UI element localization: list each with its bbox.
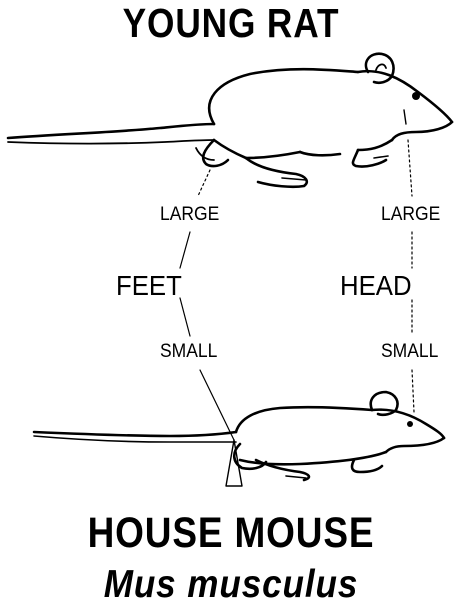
head-small-label: SMALL	[381, 341, 438, 363]
feet-label: FEET	[116, 270, 182, 302]
feet-large-label: LARGE	[160, 204, 219, 226]
species-name: Mus musculus	[23, 563, 439, 607]
page-title: YOUNG RAT	[32, 0, 429, 47]
head-label: HEAD	[340, 270, 412, 302]
mouse-title: HOUSE MOUSE	[32, 509, 429, 558]
rat-figure	[8, 54, 452, 187]
feet-small-label: SMALL	[160, 341, 217, 363]
head-large-label: LARGE	[381, 204, 440, 226]
